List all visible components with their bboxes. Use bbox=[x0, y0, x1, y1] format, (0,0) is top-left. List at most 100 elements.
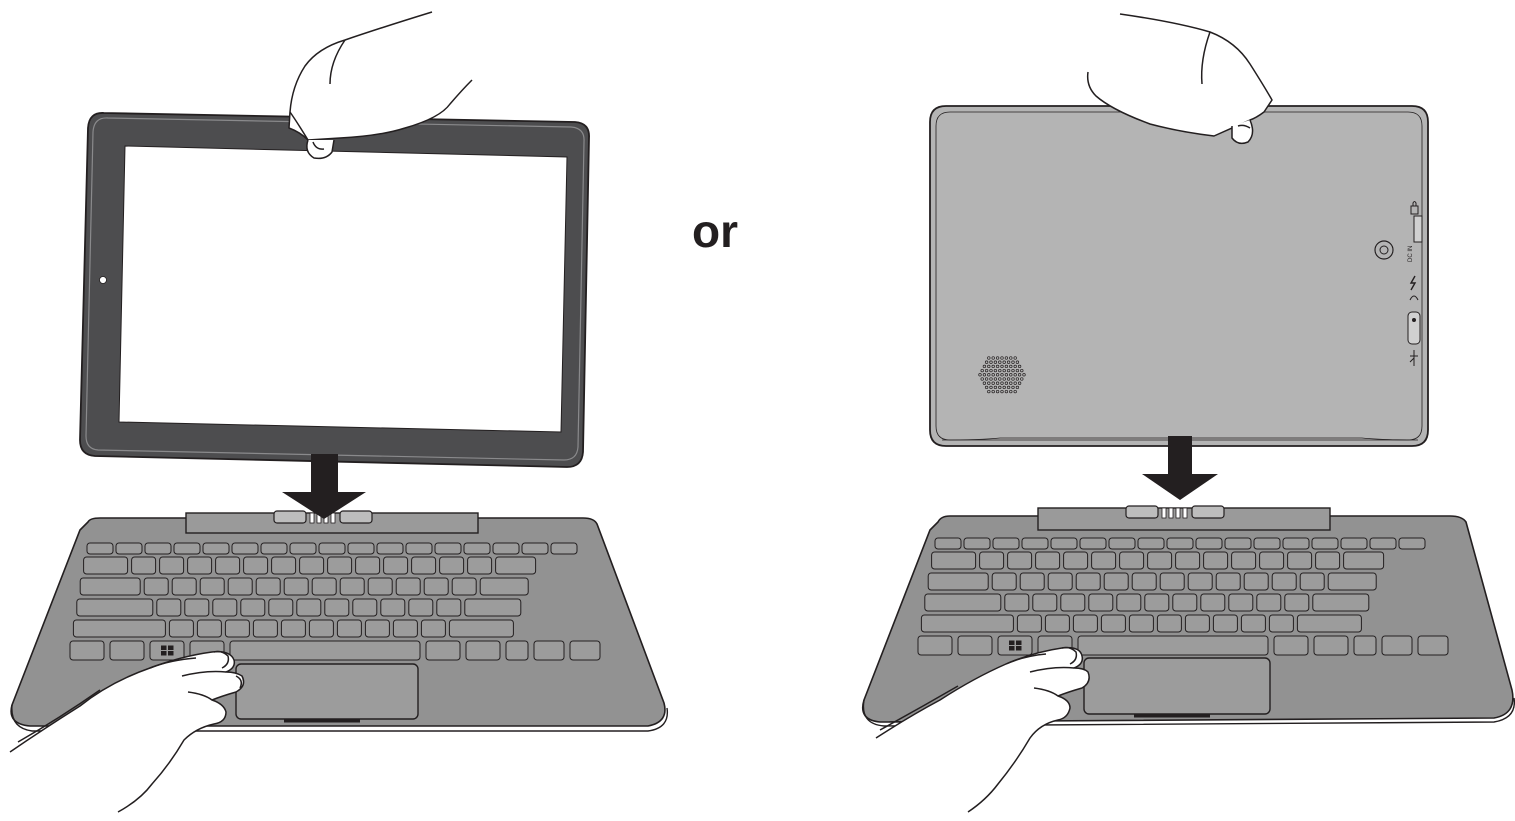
keyboard-key bbox=[213, 599, 237, 616]
keyboard-key bbox=[1089, 594, 1113, 611]
rear-camera-icon bbox=[1375, 241, 1393, 259]
keyboard-key bbox=[551, 543, 577, 554]
keyboard-key bbox=[1201, 594, 1225, 611]
keyboard-key bbox=[110, 641, 144, 660]
keyboard-key bbox=[396, 578, 420, 595]
keyboard-key bbox=[353, 599, 377, 616]
keyboard-key bbox=[312, 578, 336, 595]
keyboard-key bbox=[925, 594, 1001, 611]
tablet-front bbox=[80, 113, 589, 467]
keyboard-key bbox=[300, 557, 324, 574]
keyboard-key bbox=[1101, 615, 1125, 632]
keyboard-key bbox=[1285, 594, 1309, 611]
keyboard-key bbox=[522, 543, 548, 554]
keyboard-key bbox=[449, 620, 513, 637]
keyboard-key bbox=[253, 620, 277, 637]
keyboard-key bbox=[73, 620, 165, 637]
keyboard-key bbox=[424, 578, 448, 595]
keyboard-key bbox=[1104, 573, 1128, 590]
keyboard-key bbox=[570, 641, 600, 660]
left-illustration bbox=[10, 12, 667, 812]
keyboard-key bbox=[1257, 594, 1281, 611]
keyboard-key bbox=[144, 578, 168, 595]
keyboard-key bbox=[1064, 552, 1088, 569]
keyboard-key bbox=[157, 599, 181, 616]
keyboard-key bbox=[200, 578, 224, 595]
keyboard-key bbox=[1132, 573, 1156, 590]
lock-icon bbox=[1411, 206, 1418, 214]
keyboard-key bbox=[1328, 573, 1376, 590]
keyboard-key bbox=[297, 599, 321, 616]
keyboard-key bbox=[132, 557, 156, 574]
keyboard-key bbox=[377, 543, 403, 554]
keyboard-key bbox=[935, 538, 961, 549]
keyboard-key bbox=[225, 620, 249, 637]
keyboard-key bbox=[1160, 573, 1184, 590]
touchpad-right bbox=[1084, 658, 1270, 714]
keyboard-key bbox=[1288, 552, 1312, 569]
keyboard-key bbox=[496, 557, 536, 574]
keyboard-key bbox=[468, 557, 492, 574]
keyboard-key bbox=[506, 641, 528, 660]
keyboard-key bbox=[1092, 552, 1116, 569]
keyboard-key bbox=[241, 599, 265, 616]
windows-key bbox=[998, 636, 1032, 655]
keyboard-key bbox=[932, 552, 976, 569]
keyboard-key bbox=[348, 543, 374, 554]
keyboard-key bbox=[1313, 594, 1369, 611]
keyboard-key bbox=[232, 543, 258, 554]
keyboard-key bbox=[406, 543, 432, 554]
keyboard-key bbox=[230, 641, 420, 660]
keyboard-key bbox=[964, 538, 990, 549]
keyboard-key bbox=[1312, 538, 1338, 549]
keyboard-key bbox=[1157, 615, 1181, 632]
keyboard-key bbox=[1283, 538, 1309, 549]
keyboard-key bbox=[1344, 552, 1384, 569]
keyboard-key bbox=[1020, 573, 1044, 590]
keyboard-key bbox=[393, 620, 417, 637]
keyboard-key bbox=[440, 557, 464, 574]
keyboard-key bbox=[412, 557, 436, 574]
keyboard-key bbox=[1269, 615, 1293, 632]
keyboard-key bbox=[1022, 538, 1048, 549]
keyboard-key bbox=[1145, 594, 1169, 611]
keyboard-key bbox=[337, 620, 361, 637]
keyboard-key bbox=[1048, 573, 1072, 590]
keyboard-key bbox=[1244, 573, 1268, 590]
keyboard-key bbox=[918, 636, 952, 655]
keyboard-key bbox=[272, 557, 296, 574]
keyboard-key bbox=[381, 599, 405, 616]
keyboard-key bbox=[284, 578, 308, 595]
keyboard-key bbox=[464, 543, 490, 554]
keyboard-key bbox=[480, 578, 528, 595]
keyboard-key bbox=[921, 615, 1013, 632]
keyboard-key bbox=[325, 599, 349, 616]
keyboard-key bbox=[1300, 573, 1324, 590]
keyboard-key bbox=[1316, 552, 1340, 569]
keyboard-key bbox=[1241, 615, 1265, 632]
keyboard-key bbox=[1080, 538, 1106, 549]
keyboard-key bbox=[1076, 573, 1100, 590]
tablet-back-shell bbox=[930, 106, 1428, 446]
volume-rocker bbox=[1408, 312, 1420, 344]
keyboard-key bbox=[1254, 538, 1280, 549]
port-slot bbox=[1414, 216, 1422, 242]
keyboard-key bbox=[426, 641, 460, 660]
separator-or-label: or bbox=[692, 208, 738, 254]
keyboard-key bbox=[365, 620, 389, 637]
keyboard-key bbox=[116, 543, 142, 554]
keyboard-key bbox=[356, 557, 380, 574]
keyboard-key bbox=[244, 557, 268, 574]
keyboard-key bbox=[437, 599, 461, 616]
keyboard-key bbox=[1204, 552, 1228, 569]
keyboard-key bbox=[309, 620, 333, 637]
keyboard-key bbox=[188, 557, 212, 574]
keyboard-key bbox=[1120, 552, 1144, 569]
keyboard-key bbox=[992, 573, 1016, 590]
keyboard-key bbox=[1129, 615, 1153, 632]
tablet-back: DC IN bbox=[930, 106, 1428, 446]
keyboard-key bbox=[1045, 615, 1069, 632]
keyboard-key bbox=[534, 641, 564, 660]
